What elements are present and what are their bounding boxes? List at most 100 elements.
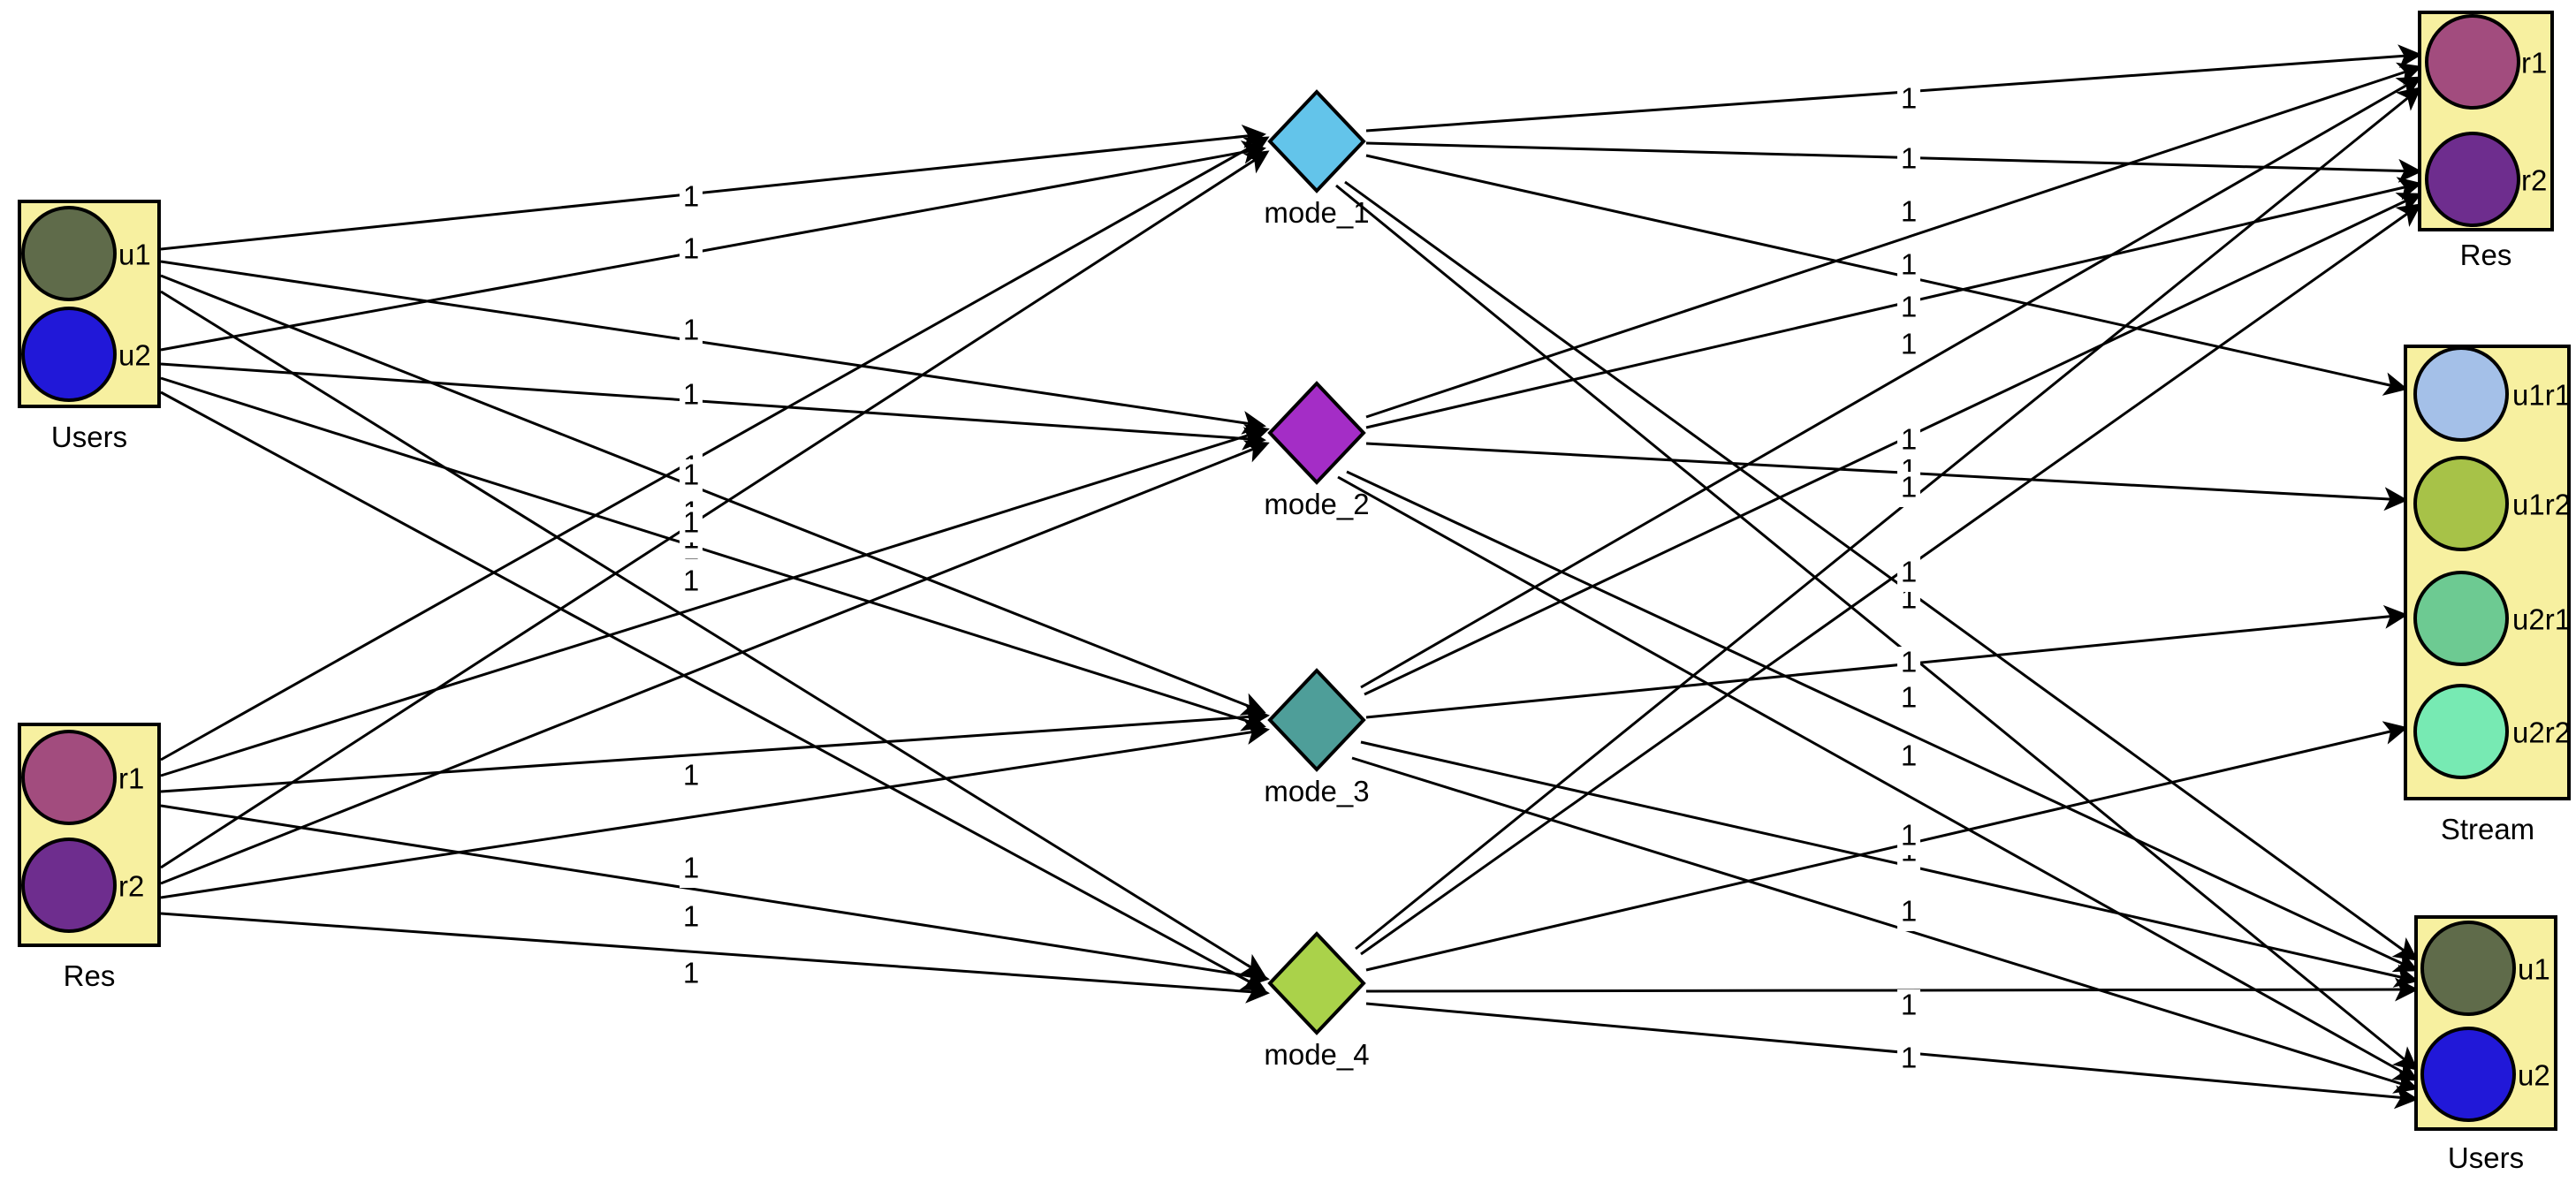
edge-r1_src-to-mode_4[interactable] <box>160 804 1270 988</box>
edge-weight-label: 1 <box>683 378 699 411</box>
edge-weight-backing <box>680 853 703 888</box>
edge-u1_src-to-mode_3[interactable] <box>160 274 1266 716</box>
place-r2_dst[interactable] <box>2425 132 2520 227</box>
place-u2r2[interactable] <box>2413 684 2509 779</box>
edge-weight-backing <box>680 459 703 495</box>
edge-weight-label: 1 <box>1901 248 1917 281</box>
edge-mode_3-to-u2r1[interactable] <box>1365 604 2408 719</box>
transition-mode_2[interactable] <box>1267 381 1366 485</box>
edge-u1_src-to-mode_1[interactable] <box>160 125 1266 251</box>
edge-weight-label: 1 <box>683 759 699 792</box>
edge-weight-backing <box>1897 83 1920 118</box>
place-r1_src[interactable] <box>21 730 117 825</box>
edge-u1_src-to-mode_2[interactable] <box>160 260 1266 435</box>
edge-weight-label: 1 <box>1901 195 1917 228</box>
place-label-u2_dst: u2 <box>2518 1059 2550 1092</box>
transition-mode_4[interactable] <box>1267 931 1366 1035</box>
edge-weight-backing <box>1897 896 1920 931</box>
group-label-users_right: Users <box>2448 1141 2524 1174</box>
edge-mode_3-to-r1_dst[interactable] <box>1360 76 2422 689</box>
place-u1_src[interactable] <box>21 206 117 301</box>
edge-weight-backing <box>680 958 703 993</box>
edge-mode_2-to-u1_dst[interactable] <box>1346 470 2419 973</box>
edge-weight-backing <box>1897 820 1920 855</box>
edge-weight-backing <box>1897 682 1920 717</box>
edge-weight-label: 1 <box>1901 423 1917 456</box>
place-label-r1_dst: r1 <box>2521 47 2547 80</box>
edge-mode_2-to-r2_dst[interactable] <box>1365 177 2422 429</box>
edge-weight-label: 1 <box>1901 82 1917 115</box>
edge-r2_src-to-mode_3[interactable] <box>160 721 1270 899</box>
edge-mode_4-to-u2_dst[interactable] <box>1365 1002 2419 1110</box>
place-r2_src[interactable] <box>21 838 117 933</box>
place-u2_src[interactable] <box>21 307 117 402</box>
place-r1_dst[interactable] <box>2425 14 2520 110</box>
place-label-u2r1: u2r1 <box>2512 603 2571 636</box>
edge-u2_src-to-mode_3[interactable] <box>160 376 1266 731</box>
edge-weight-label: 1 <box>1901 646 1917 678</box>
transition-mode_1[interactable] <box>1267 89 1366 193</box>
edge-r2_src-to-mode_2[interactable] <box>160 440 1270 885</box>
edge-weight-label: 1 <box>1901 291 1917 323</box>
place-u1r2[interactable] <box>2413 456 2509 551</box>
transition-label-mode_4: mode_4 <box>1264 1038 1369 1071</box>
edge-weight-backing <box>680 379 703 414</box>
edge-mode_1-to-u1r1[interactable] <box>1365 154 2408 396</box>
place-label-r1_src: r1 <box>118 762 144 795</box>
edge-weight-backing <box>680 901 703 936</box>
edge-weight-backing <box>680 760 703 795</box>
edge-u1_src-to-mode_4[interactable] <box>160 290 1266 977</box>
edge-weight-backing <box>1897 424 1920 459</box>
edge-weight-label: 1 <box>683 180 699 213</box>
edge-mode_3-to-r2_dst[interactable] <box>1364 193 2422 696</box>
edge-mode_4-to-u2r2[interactable] <box>1365 721 2408 972</box>
edge-u2_src-to-mode_1[interactable] <box>160 140 1266 352</box>
edge-weight-backing <box>1897 329 1920 364</box>
edge-weight-label: 1 <box>1901 1042 1917 1074</box>
edge-mode_2-to-r1_dst[interactable] <box>1365 62 2422 419</box>
edge-weight-backing <box>1897 143 1920 178</box>
edge-weight-label: 1 <box>1901 681 1917 714</box>
edge-mode_4-to-r2_dst[interactable] <box>1360 203 2422 956</box>
edge-r2_src-to-mode_1[interactable] <box>160 150 1270 869</box>
edge-mode_1-to-r1_dst[interactable] <box>1365 44 2422 133</box>
place-u2r1[interactable] <box>2413 571 2509 666</box>
transition-mode_3[interactable] <box>1267 668 1366 772</box>
edge-weight-label: 1 <box>683 957 699 989</box>
place-label-u1r2: u1r2 <box>2512 489 2571 521</box>
edge-r1_src-to-mode_1[interactable] <box>160 136 1270 762</box>
edge-mode_2-to-u2_dst[interactable] <box>1337 475 2419 1081</box>
edge-weight-label: 1 <box>683 565 699 597</box>
edge-weight-backing <box>1897 472 1920 507</box>
place-label-r2_dst: r2 <box>2521 164 2547 197</box>
edge-weight-label: 1 <box>683 232 699 265</box>
edge-u2_src-to-mode_2[interactable] <box>160 362 1266 451</box>
edge-weight-label: 1 <box>1901 556 1917 588</box>
edge-mode_1-to-r2_dst[interactable] <box>1365 141 2422 183</box>
edge-mode_3-to-u2_dst[interactable] <box>1351 756 2419 1094</box>
edge-u2_src-to-mode_4[interactable] <box>160 390 1266 991</box>
edge-r1_src-to-mode_2[interactable] <box>160 424 1270 777</box>
edge-r2_src-to-mode_4[interactable] <box>160 912 1270 1004</box>
edge-mode_4-to-r1_dst[interactable] <box>1355 87 2422 951</box>
place-u1_dst[interactable] <box>2420 921 2516 1016</box>
edge-mode_1-to-u2_dst[interactable] <box>1335 184 2419 1071</box>
edge-weight-backing <box>1897 557 1920 592</box>
edge-mode_4-to-u1_dst[interactable] <box>1365 977 2419 1002</box>
edge-weight-backing <box>680 565 703 601</box>
place-u1r1[interactable] <box>2413 346 2509 442</box>
edge-r1_src-to-mode_3[interactable] <box>160 705 1270 793</box>
edge-mode_3-to-u1_dst[interactable] <box>1360 740 2419 988</box>
edge-mode_1-to-u1_dst[interactable] <box>1344 180 2419 961</box>
edge-mode_2-to-u1r2[interactable] <box>1365 442 2408 512</box>
place-u2_dst[interactable] <box>2420 1027 2516 1122</box>
edge-weight-backing <box>1897 196 1920 231</box>
edge-weight-label: 1 <box>1901 739 1917 772</box>
